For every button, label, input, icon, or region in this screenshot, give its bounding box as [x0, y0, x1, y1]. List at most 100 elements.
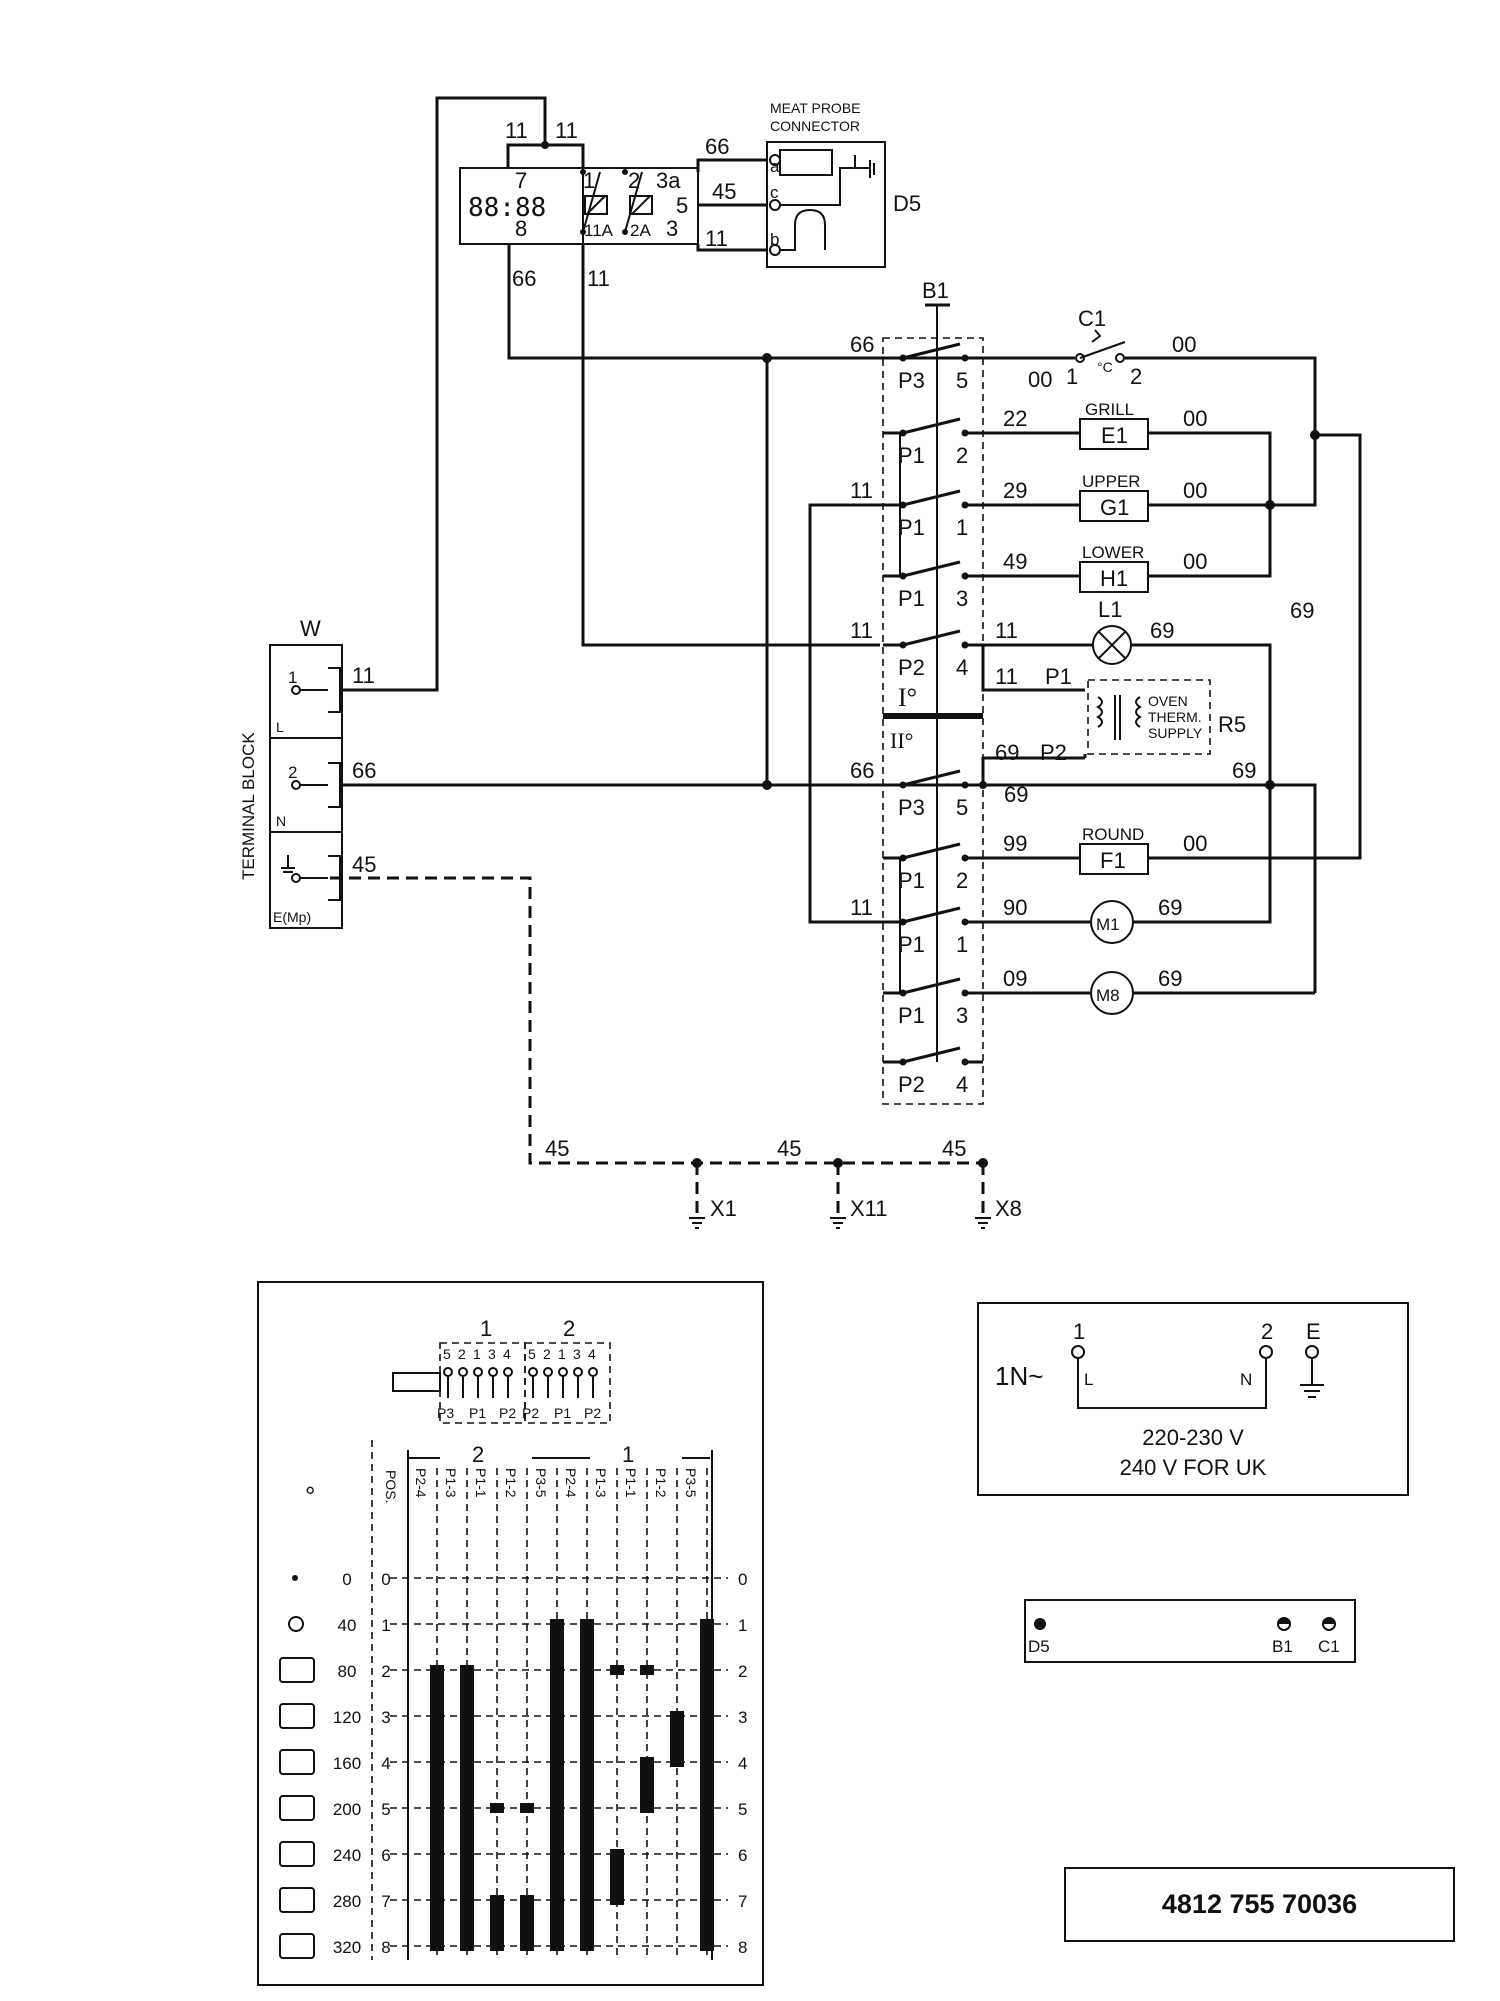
- panel-label-b1: B1: [1272, 1637, 1293, 1656]
- supply-t2: 2: [1261, 1319, 1273, 1344]
- wire-label-29: 29: [1003, 478, 1027, 503]
- selector-pin-label: 5: [528, 1346, 536, 1362]
- selector-bottom-label: P1: [554, 1405, 571, 1421]
- supply-t1: 1: [1073, 1319, 1085, 1344]
- contact-right-label: 3: [956, 586, 968, 611]
- selector-pin-label: 4: [503, 1346, 511, 1362]
- contact-left-label: P3: [898, 368, 925, 393]
- group-label-1: 1: [622, 1442, 634, 1467]
- grill-id: E1: [1101, 423, 1128, 448]
- thermostat-pin-2: 2: [1130, 364, 1142, 389]
- contact-right-label: 4: [956, 1072, 968, 1097]
- wire-label-11-row3: 11: [850, 478, 873, 503]
- grid-pos-label-right: 8: [738, 1938, 747, 1957]
- contact-left-label: P3: [898, 795, 925, 820]
- wire-label-11-probe: 11: [705, 226, 728, 251]
- meat-probe-connector: MEAT PROBE CONNECTOR D5 a c b: [766, 100, 921, 268]
- contact-blade: [902, 342, 961, 360]
- selector-header-2: 2: [563, 1316, 575, 1341]
- wire-label-11-row8: 11: [850, 895, 873, 920]
- selector-pin-label: 4: [588, 1346, 596, 1362]
- wire-label-69-r5: 69: [995, 740, 1019, 765]
- wire-label-66-tb: 66: [352, 758, 376, 783]
- wire-label-69-m8: 69: [1158, 966, 1182, 991]
- grid-temp-label: 320: [333, 1938, 361, 1957]
- contact-left-label: P1: [898, 1003, 925, 1028]
- round-name: ROUND: [1082, 825, 1144, 844]
- thermostat-id: C1: [1078, 306, 1106, 331]
- wire-label-45-e1: 45: [545, 1136, 569, 1161]
- contact-right-label: 5: [956, 795, 968, 820]
- contact-closed-bar: [490, 1895, 504, 1951]
- selector-pin: [573, 1367, 583, 1377]
- wire-label-00-c1a: 00: [1028, 367, 1052, 392]
- contact-right-label: 1: [956, 932, 968, 957]
- group-label-2: 2: [472, 1442, 484, 1467]
- wire-label-69-lamp: 69: [1150, 618, 1174, 643]
- selector-pin: [443, 1367, 453, 1377]
- thermostat-c1: C1 1 °C 2: [1066, 306, 1142, 389]
- r5-line2: THERM.: [1148, 709, 1202, 725]
- contact-closed-bar: [520, 1803, 534, 1813]
- clock-pin-3a: 3a: [656, 168, 681, 193]
- contact-blade: [902, 977, 961, 995]
- grid-pos-label-left: 2: [381, 1662, 390, 1681]
- contact-left-label: P1: [898, 932, 925, 957]
- upper-name: UPPER: [1082, 472, 1141, 491]
- clock-pin-1: 1: [583, 168, 595, 193]
- wire-label-11-lamp: 11: [995, 618, 1018, 643]
- wire-label-00-e1: 00: [1183, 406, 1207, 431]
- earth-x1: X1: [710, 1196, 737, 1221]
- oven-icon: [279, 1703, 315, 1729]
- switch-pos-2: II°: [890, 728, 913, 753]
- selector-pin: [588, 1367, 598, 1377]
- motor-m8: M8 09 69: [983, 966, 1315, 1015]
- contact-blade: [902, 629, 961, 647]
- selector-switch-b1: B1 I° II°: [882, 278, 984, 1105]
- grid-column-label: P2-4: [413, 1468, 429, 1498]
- contact-blade: [902, 489, 961, 507]
- selector-bottom-label: P2: [584, 1405, 601, 1421]
- grid-temp-label: 160: [333, 1754, 361, 1773]
- lower-heat-icon: [279, 1749, 315, 1775]
- contact-closed-bar: [550, 1619, 564, 1951]
- clock-pin-8: 8: [515, 216, 527, 241]
- fan-grill-icon: [279, 1795, 315, 1821]
- selector-pin-label: 1: [558, 1346, 566, 1362]
- supply-phase: 1N~: [995, 1361, 1043, 1391]
- selector-pin: [503, 1367, 513, 1377]
- clock-pin-11a: 11A: [584, 221, 614, 240]
- clock-timer: 88:88 7 8 1 11A 2 2A 3a 5 3: [459, 141, 699, 245]
- motor-m1: M1 90 69: [983, 785, 1272, 944]
- contact-blade: [902, 1046, 961, 1064]
- fan-icon: [279, 1933, 315, 1959]
- terminal-block-w: W TERMINAL BLOCK 1 L 2 N E(Mp): [239, 616, 343, 929]
- grid-temp-label: 240: [333, 1846, 361, 1865]
- selector-pin-label: 2: [543, 1346, 551, 1362]
- lower-h1: H1 LOWER 49 00: [983, 505, 1272, 593]
- grid-pos-label-left: 8: [381, 1938, 390, 1957]
- pos-label: POS.: [383, 1470, 399, 1503]
- contact-closed-bar: [430, 1665, 444, 1951]
- wire-label-00-c1b: 00: [1172, 332, 1196, 357]
- terminal-1-label: L: [276, 719, 284, 735]
- wire-label-90: 90: [1003, 895, 1027, 920]
- grid-column-label: P3-5: [533, 1468, 549, 1498]
- contact-left-label: P1: [898, 868, 925, 893]
- wire-label-11-r5: 11: [995, 664, 1018, 689]
- contact-left-label: P1: [898, 443, 925, 468]
- supply-line-2: 240 V FOR UK: [1120, 1455, 1267, 1480]
- lamp-icon: [288, 1616, 304, 1632]
- contact-right-label: 4: [956, 655, 968, 680]
- r5-line1: OVEN: [1148, 693, 1188, 709]
- grid-column-label: P2-4: [563, 1468, 579, 1498]
- grid-temp-label: 280: [333, 1892, 361, 1911]
- grid-pos-label-left: 4: [381, 1754, 390, 1773]
- wire-label-45-tb: 45: [352, 852, 376, 877]
- contact-blade: [902, 769, 961, 787]
- contact-closed-bar: [610, 1665, 624, 1675]
- terminal-1: 1: [288, 668, 297, 687]
- meat-probe-id: D5: [893, 191, 921, 216]
